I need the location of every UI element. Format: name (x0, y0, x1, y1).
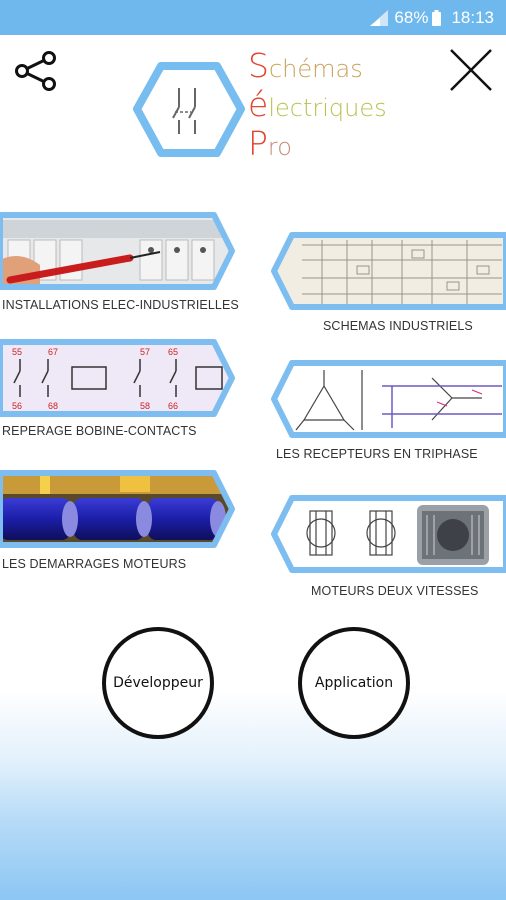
card-recepteurs-triphase[interactable]: LES RECEPTEURS EN TRIPHASE (262, 358, 506, 466)
card-reperage[interactable]: 55 67 57 65 56 68 58 66 REPERAGE BOBINE-… (0, 337, 245, 445)
card-installations-label: INSTALLATIONS ELEC-INDUSTRIELLES (2, 298, 239, 312)
card-schemas-label: SCHEMAS INDUSTRIELS (323, 319, 473, 333)
card-reperage-label: REPERAGE BOBINE-CONTACTS (2, 424, 197, 438)
logo-switch-icon (133, 62, 245, 157)
repere-58: 58 (140, 401, 150, 411)
repere-66: 66 (168, 401, 178, 411)
repere-55: 55 (12, 347, 22, 357)
repere-67: 67 (48, 347, 58, 357)
schemas-thumbnail (271, 232, 506, 310)
card-schemas-industriels[interactable]: SCHEMAS INDUSTRIELS (262, 230, 506, 338)
card-deux-vitesses-label: MOTEURS DEUX VITESSES (311, 584, 479, 598)
clock: 18:13 (451, 7, 494, 27)
card-demarrages-moteurs[interactable]: LES DEMARRAGES MOTEURS (0, 468, 245, 576)
repere-68: 68 (48, 401, 58, 411)
signal-icon (370, 9, 389, 26)
repere-56: 56 (12, 401, 22, 411)
status-bar: 68% 18:13 (0, 0, 506, 35)
deux-vitesses-thumbnail (271, 495, 506, 573)
app-logo-text: Schémas électriques Pro (248, 46, 387, 163)
triphase-thumbnail (271, 360, 506, 438)
card-moteurs-deux-vitesses[interactable]: MOTEURS DEUX VITESSES (262, 493, 506, 601)
repere-57: 57 (140, 347, 150, 357)
share-icon[interactable] (13, 50, 58, 92)
repere-65: 65 (168, 347, 178, 357)
card-demarrages-label: LES DEMARRAGES MOTEURS (2, 557, 187, 571)
moteurs-thumbnail (0, 470, 235, 548)
battery-icon (432, 9, 442, 26)
application-button-label: Application (314, 675, 394, 691)
installations-thumbnail (0, 212, 235, 290)
developer-button-label: Développeur (113, 675, 203, 691)
card-installations[interactable]: INSTALLATIONS ELEC-INDUSTRIELLES (0, 210, 245, 320)
reperage-thumbnail: 55 67 57 65 56 68 58 66 (0, 339, 235, 417)
application-button[interactable]: Application (298, 627, 410, 739)
card-triphase-label: LES RECEPTEURS EN TRIPHASE (276, 447, 478, 461)
battery-percent: 68% (394, 7, 429, 27)
developer-button[interactable]: Développeur (102, 627, 214, 739)
close-icon[interactable] (448, 47, 494, 93)
